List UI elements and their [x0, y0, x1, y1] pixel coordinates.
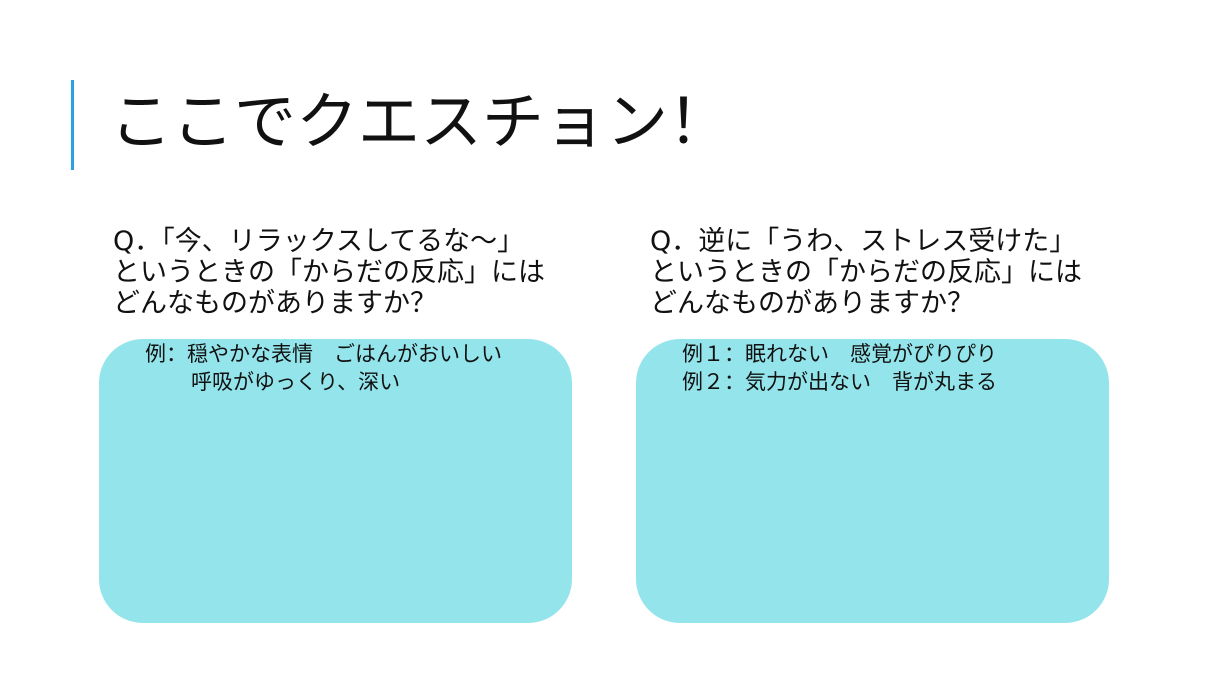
question-line: Q．逆に「うわ、ストレス受けた」	[650, 226, 1077, 257]
title-accent-bar	[71, 80, 74, 170]
question-relax: Q．「今、リラックスしてるな～」 というときの「からだの反応」には どんなものが…	[113, 226, 545, 319]
question-line: どんなものがありますか？	[650, 288, 974, 319]
slide-title: ここでクエスチョン！	[110, 85, 731, 158]
question-line: どんなものがありますか？	[113, 288, 437, 319]
question-stress: Q．逆に「うわ、ストレス受けた」 というときの「からだの反応」には どんなものが…	[650, 226, 1082, 319]
question-line: Q．「今、リラックスしてるな～」	[113, 226, 525, 257]
example-line: 例：穏やかな表情 ごはんがおいしい	[145, 342, 502, 366]
examples-relax: 例：穏やかな表情 ごはんがおいしい 呼吸がゆっくり、深い	[145, 340, 502, 396]
question-line: というときの「からだの反応」には	[113, 257, 545, 288]
answer-box-stress	[636, 339, 1109, 623]
example-line: 例２：気力が出ない 背が丸まる	[682, 370, 997, 394]
examples-stress: 例１：眠れない 感覚がぴりぴり 例２：気力が出ない 背が丸まる	[682, 340, 997, 396]
example-line: 呼吸がゆっくり、深い	[191, 370, 401, 394]
example-line: 例１：眠れない 感覚がぴりぴり	[682, 342, 997, 366]
answer-box-relax	[99, 339, 572, 623]
question-line: というときの「からだの反応」には	[650, 257, 1082, 288]
